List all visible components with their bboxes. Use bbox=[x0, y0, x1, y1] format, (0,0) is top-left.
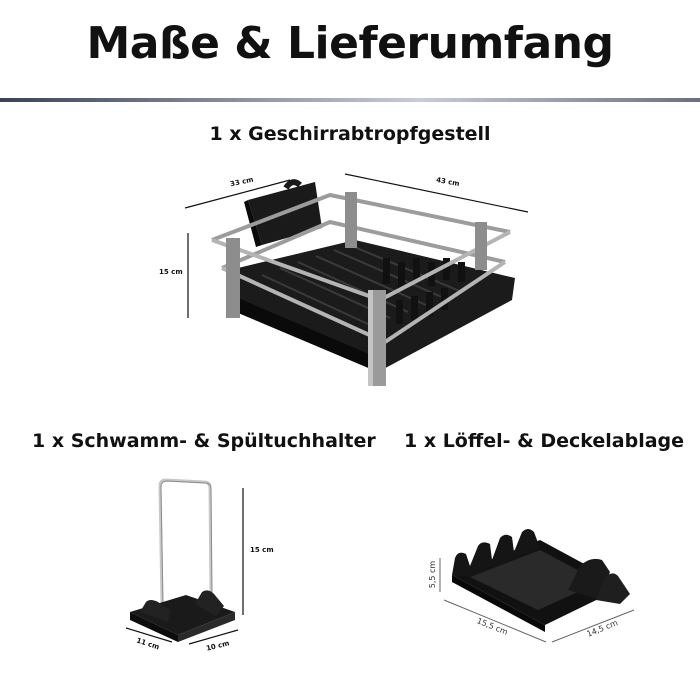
sponge-width-line bbox=[188, 629, 239, 645]
sponge-height-label: 15 cm bbox=[250, 546, 274, 554]
rack-height-label: 15 cm bbox=[159, 268, 183, 276]
title-divider bbox=[0, 98, 700, 102]
spoon-rest-caption: 1 x Löffel- & Deckelablage bbox=[404, 430, 685, 452]
sponge-holder-image bbox=[125, 478, 244, 645]
spoon-length-line bbox=[443, 599, 547, 643]
rack-caption: 1 x Geschirrabtropfgestell bbox=[209, 123, 491, 145]
spoon-width-line bbox=[551, 609, 635, 643]
spoon-height-label: 5,5 cm bbox=[428, 560, 438, 589]
sponge-depth-line bbox=[125, 627, 173, 643]
spoon-rest-image bbox=[439, 529, 635, 643]
page-title: Maße & Lieferumfang bbox=[86, 18, 614, 69]
sponge-holder-caption: 1 x Schwamm- & Spültuchhalter bbox=[32, 430, 376, 452]
rack-depth-line bbox=[184, 179, 291, 209]
dish-rack-image bbox=[184, 173, 529, 386]
rack-width-line bbox=[344, 173, 529, 213]
